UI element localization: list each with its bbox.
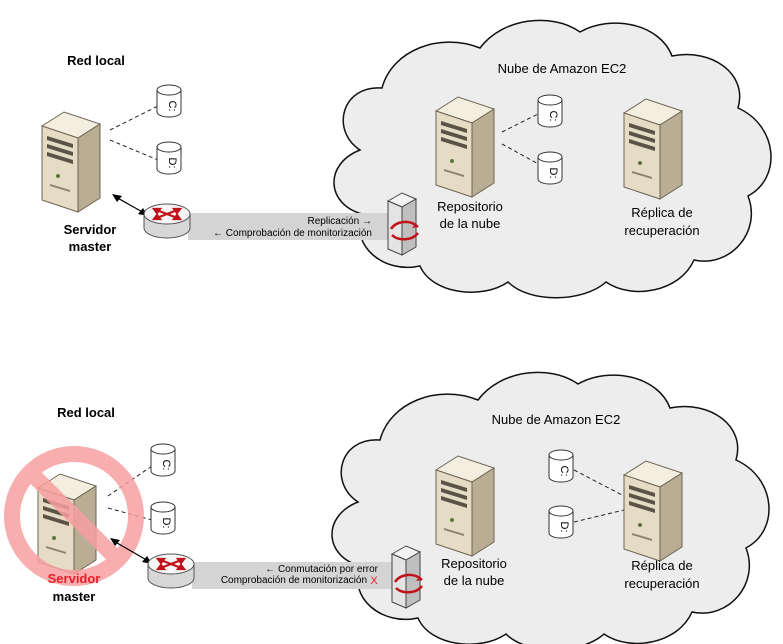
cloud-repository-server-icon [435,96,495,198]
disk-c-label: C: [166,101,178,112]
cloud-label: Nube de Amazon EC2 [498,61,627,76]
disk-link [109,105,159,131]
failover-label: ← Conmutación por error [265,564,378,575]
replica-label-line2: recuperación [624,223,699,238]
panel-failover: Nube de Amazon EC2 Red local C: D: ← Con… [4,371,770,644]
cloud-disk-c-label: C: [558,466,570,477]
gateway-icon [386,191,420,257]
cloud-label: Nube de Amazon EC2 [492,412,621,427]
router-icon [146,552,196,590]
repository-label-line2: de la nube [440,216,501,231]
master-label-line1: Servidor [64,222,117,237]
disk-d-label: D: [166,158,178,169]
disk-d-label: D: [160,518,172,529]
cloud-disk-d-label: D: [558,522,570,533]
disk-link [107,465,153,497]
disk-link [109,139,159,161]
replication-label: Replicación → [308,216,372,227]
disk-c-label: C: [160,460,172,471]
cloud-repository-server-icon [435,455,495,557]
monitoring-label: ← Comprobación de monitorización [213,228,372,239]
replica-label-line1: Réplica de [631,558,692,573]
replica-label-line2: recuperación [624,576,699,591]
server-router-link [111,539,151,563]
failed-prohibit-icon [4,446,144,586]
disk-link [573,469,625,497]
repository-label-line1: Repositorio [437,199,503,214]
link-band [188,213,388,240]
repository-label-line2: de la nube [444,573,505,588]
replica-label-line1: Réplica de [631,205,692,220]
router-icon [142,202,192,240]
disk-link [501,111,543,133]
recovery-replica-server-icon [623,460,683,562]
master-server-icon [41,111,101,213]
repository-label-line1: Repositorio [441,556,507,571]
cloud-disk-c-label: C: [547,111,559,122]
disk-link [573,509,625,523]
master-label-line1: Servidor [48,571,101,586]
recovery-replica-server-icon [623,98,683,200]
local-network-label: Red local [57,405,115,420]
monitoring-label: Comprobación de monitorización [221,575,367,586]
local-network-label: Red local [67,53,125,68]
gateway-icon [390,544,424,610]
panel-normal: Nube de Amazon EC2 Red local C: D: Repli… [41,19,772,299]
cloud-disk-d-label: D: [547,168,559,179]
disk-link [501,143,543,167]
fail-mark-icon: X [370,575,378,587]
master-label-line2: master [69,239,112,254]
master-label-line2: master [53,589,96,604]
link-band [192,562,392,589]
